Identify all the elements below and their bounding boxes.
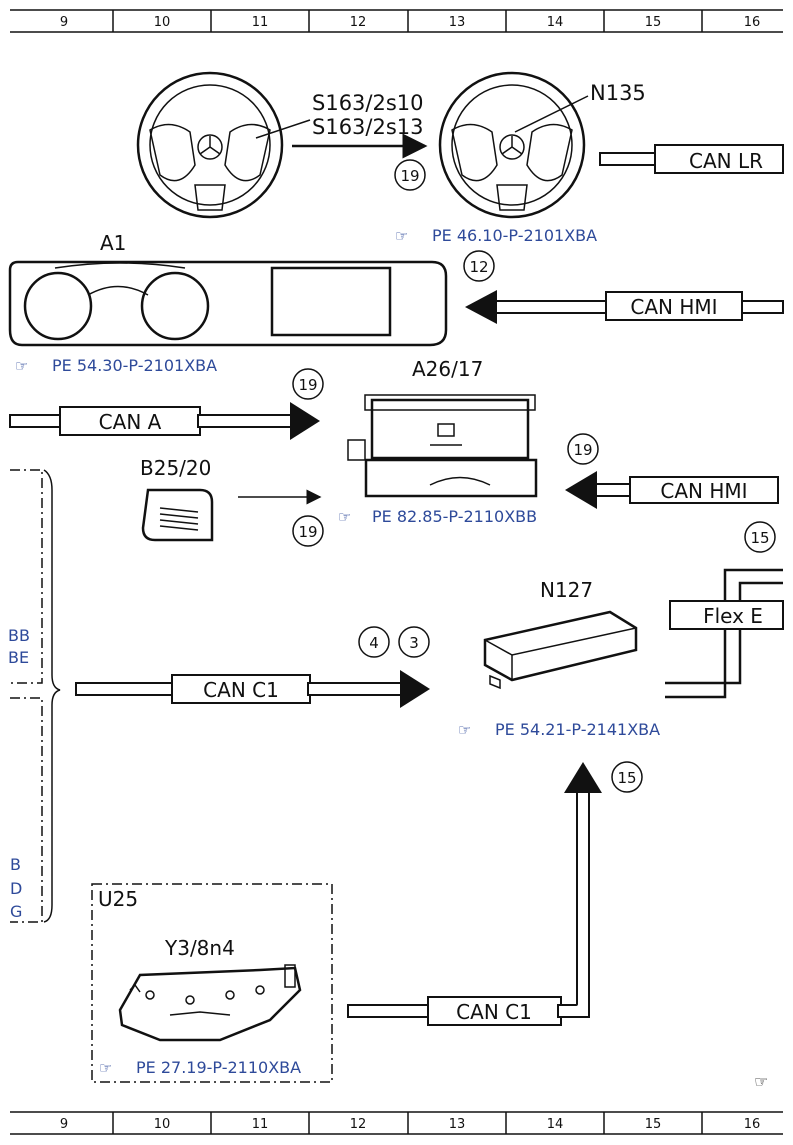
u25-box [91, 883, 333, 1083]
circle-marker-19 [394, 159, 426, 191]
bus-label: Flex E [703, 604, 763, 628]
label-a26-17: A26/17 [412, 357, 483, 381]
hand-pointer-icon: ☞ [395, 227, 408, 245]
steering-wheel-right-icon [438, 71, 586, 219]
fragment-label: B [10, 855, 21, 874]
grid-col-14: 14 [547, 15, 564, 30]
grid-col-11: 11 [252, 15, 269, 30]
label-b25-20: B25/20 [140, 456, 211, 480]
label-u25: U25 [98, 887, 138, 911]
bus-flex-e: Flex E [665, 568, 784, 699]
fragment-label: BB [8, 626, 30, 645]
bus-can-c1-bottom: CAN C1 [347, 762, 602, 1026]
circle-number: 15 [750, 529, 769, 547]
grid-col-14-bottom: 14 [547, 1117, 564, 1132]
bus-label: CAN HMI [660, 479, 747, 503]
control-module-icon [483, 610, 638, 690]
grid-col-15: 15 [645, 15, 662, 30]
head-unit-icon [347, 394, 538, 498]
grid-col-12: 12 [350, 15, 367, 30]
circle-marker-12 [463, 250, 495, 282]
hand-pointer-icon: ☞ [338, 508, 351, 526]
label-s163-2s10: S163/2s10 [312, 91, 424, 115]
reference-link[interactable]: PE 82.85-P-2110XBB [372, 507, 537, 526]
circle-marker-19 [567, 433, 599, 465]
bus-label: CAN LR [689, 149, 763, 173]
grid-col-16-bottom: 16 [744, 1117, 761, 1132]
bus-label: CAN C1 [203, 678, 279, 702]
left-connector-bracket [10, 469, 61, 923]
grid-col-11-bottom: 11 [252, 1117, 269, 1132]
grid-col-9-bottom: 9 [60, 1117, 68, 1132]
fragment-label: G [10, 902, 22, 921]
sensor-icon [141, 488, 214, 542]
hand-pointer-icon: ☞ [754, 1072, 768, 1091]
valve-body-icon [118, 964, 302, 1042]
circle-number: 19 [298, 376, 317, 394]
grid-col-16: 16 [744, 15, 761, 30]
reference-link[interactable]: PE 54.21-P-2141XBA [495, 720, 660, 739]
reference-link[interactable]: PE 54.30-P-2101XBA [52, 356, 217, 375]
circle-number: 12 [469, 258, 488, 276]
grid-col-9: 9 [60, 15, 68, 30]
bus-can-lr: CAN LR [599, 144, 784, 174]
circle-number: 19 [573, 441, 592, 459]
circle-marker-3 [398, 626, 430, 658]
instrument-cluster-icon [8, 260, 448, 347]
grid-col-15-bottom: 15 [645, 1117, 662, 1132]
circle-marker-15 [744, 521, 776, 553]
grid-col-12-bottom: 12 [350, 1117, 367, 1132]
label-n135: N135 [590, 81, 646, 105]
grid-strip-top: 9 10 11 12 13 14 15 16 [10, 9, 783, 33]
reference-link[interactable]: PE 46.10-P-2101XBA [432, 226, 597, 245]
bus-can-hmi-middle: CAN HMI [565, 471, 779, 509]
hand-pointer-icon: ☞ [458, 721, 471, 739]
label-a1: A1 [100, 231, 126, 255]
circle-marker-19 [292, 368, 324, 400]
circle-number: 3 [409, 634, 419, 652]
steering-wheel-left-icon [136, 71, 284, 219]
hand-pointer-icon: ☞ [99, 1059, 112, 1077]
bus-label: CAN A [99, 410, 162, 434]
fragment-label: D [10, 879, 22, 898]
circle-marker-19 [292, 515, 324, 547]
reference-link[interactable]: PE 27.19-P-2110XBA [136, 1058, 301, 1077]
grid-col-13: 13 [449, 15, 466, 30]
circle-number: 19 [298, 523, 317, 541]
circle-marker-4 [358, 626, 390, 658]
circle-number: 15 [617, 769, 636, 787]
bus-can-a: CAN A [9, 402, 320, 440]
label-n127: N127 [540, 578, 593, 602]
bus-can-hmi-top: CAN HMI [465, 290, 784, 324]
grid-col-10: 10 [154, 15, 171, 30]
circle-number: 19 [400, 167, 419, 185]
bus-can-c1-middle: CAN C1 [75, 670, 430, 708]
label-y3-8n4: Y3/8n4 [164, 936, 235, 960]
circle-number: 4 [369, 634, 379, 652]
grid-strip-bottom: 9 10 11 12 13 14 15 16 [10, 1111, 783, 1135]
fragment-label: BE [8, 648, 29, 667]
bus-label: CAN C1 [456, 1000, 532, 1024]
bus-label: CAN HMI [630, 295, 717, 319]
circle-marker-15 [611, 761, 643, 793]
hand-pointer-icon: ☞ [15, 357, 28, 375]
label-s163-2s13: S163/2s13 [312, 115, 424, 139]
grid-col-13-bottom: 13 [449, 1117, 466, 1132]
grid-col-10-bottom: 10 [154, 1117, 171, 1132]
